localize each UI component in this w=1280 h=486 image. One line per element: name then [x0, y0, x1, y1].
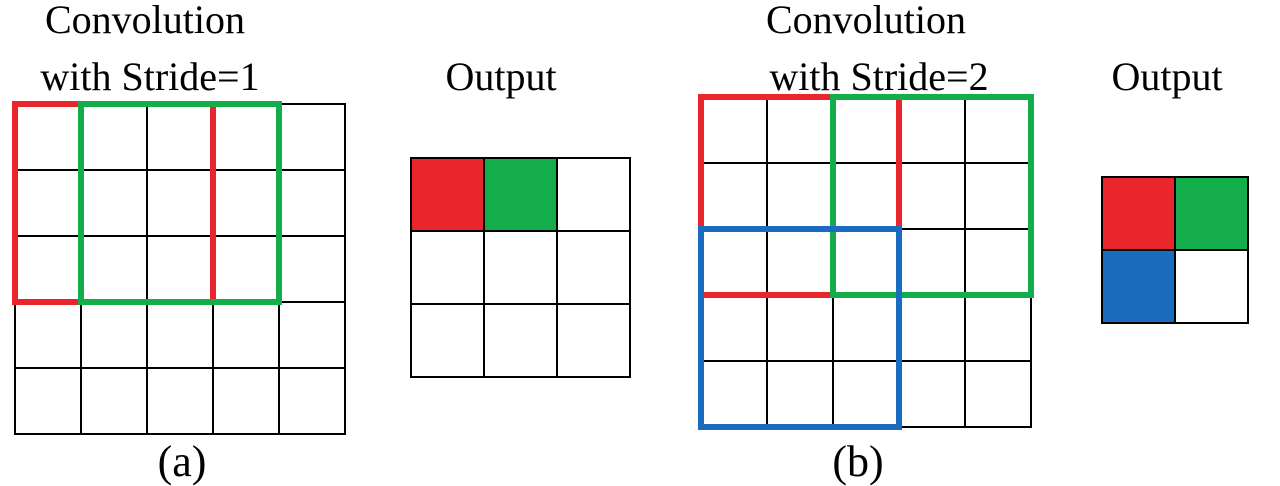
panel-a-kernel-window — [78, 101, 282, 305]
panel-a-input-cell — [278, 169, 346, 237]
panel-b-input-cell — [964, 228, 1032, 296]
panel-a-input-grid — [14, 103, 346, 435]
panel-b-input-cell — [898, 96, 966, 164]
panel-b-output-filled-cell — [1102, 177, 1175, 250]
panel-a-output-cell — [410, 303, 485, 378]
panel-a-input-cell — [14, 103, 82, 171]
panel-a-input-cell — [212, 169, 280, 237]
panel-a-input-cell — [212, 301, 280, 369]
panel-a-kernel-window — [12, 101, 216, 305]
panel-b-input-cell — [700, 96, 768, 164]
panel-a-output-cell — [556, 157, 631, 232]
panel-a-input-cell — [14, 367, 82, 435]
panel-b-kernel-window — [698, 226, 902, 430]
panel-b-input-cell — [832, 294, 900, 362]
panel-b-title-line1: Convolution — [766, 0, 966, 42]
panel-b-input-cell — [964, 162, 1032, 230]
panel-a-input-cell — [146, 301, 214, 369]
panel-a-input-cell — [80, 367, 148, 435]
panel-a-input-cell — [80, 169, 148, 237]
panel-b-output-label: Output — [1111, 54, 1222, 99]
panel-b-input-cell — [766, 360, 834, 428]
panel-b-input-cell — [700, 162, 768, 230]
panel-b-input-cell — [832, 360, 900, 428]
panel-b-input-cell — [898, 228, 966, 296]
panel-b-input-cell — [898, 294, 966, 362]
panel-b-kernel-windows — [698, 94, 1034, 430]
panel-a-input-cell — [146, 235, 214, 303]
panel-a-output-cell — [410, 230, 485, 305]
panel-b-title-line2: with Stride=2 — [769, 54, 988, 99]
panel-a-input-cell — [212, 367, 280, 435]
panel-a-input-cell — [80, 103, 148, 171]
panel-b-input-cell — [766, 96, 834, 164]
panel-a-input-cell — [146, 169, 214, 237]
panel-a-input-cell — [146, 103, 214, 171]
panel-a-output-cell — [556, 303, 631, 378]
panel-b-input-grid — [700, 96, 1032, 428]
panel-b-input-cell — [832, 228, 900, 296]
panel-a-input-cell — [212, 103, 280, 171]
panel-a-title-line1: Convolution — [45, 0, 245, 42]
panel-a-output-filled-cell — [484, 158, 557, 231]
panel-a-kernel-windows — [12, 101, 282, 305]
panel-a-output-filled-cell — [411, 158, 484, 231]
panel-a-input-cell — [146, 367, 214, 435]
panel-b-input-cell — [964, 294, 1032, 362]
panel-b-kernel-window — [830, 94, 1034, 298]
panel-a-input-cell — [14, 301, 82, 369]
panel-b-input-cell — [766, 228, 834, 296]
panel-a-title-line2: with Stride=1 — [40, 54, 259, 99]
panel-a-input-cell — [80, 301, 148, 369]
panel-b-input-cell — [766, 294, 834, 362]
panel-a-output-grid — [410, 157, 631, 378]
panel-b-input-cell — [700, 228, 768, 296]
panel-a-input-cell — [278, 301, 346, 369]
panel-a-input-cell — [278, 103, 346, 171]
panel-b-input-cell — [964, 360, 1032, 428]
panel-b-input-cell — [700, 360, 768, 428]
panel-a-input-cell — [14, 169, 82, 237]
panel-b-input-cell — [898, 360, 966, 428]
panel-a-output-cell — [483, 303, 558, 378]
panel-a-input-cell — [278, 235, 346, 303]
panel-a-input-cell — [14, 235, 82, 303]
panel-b-output-filled-cell — [1102, 250, 1175, 323]
panel-a-caption: (a) — [158, 437, 207, 486]
panel-a-output-label: Output — [445, 54, 556, 99]
panel-b-input-cell — [766, 162, 834, 230]
panel-b-input-cell — [832, 96, 900, 164]
panel-b-output-grid — [1101, 176, 1249, 324]
panel-a-output-cell — [556, 230, 631, 305]
panel-b-caption: (b) — [832, 437, 883, 486]
panel-b-input-cell — [964, 96, 1032, 164]
panel-a-input-cell — [80, 235, 148, 303]
panel-b-kernel-window — [698, 94, 902, 298]
panel-b-output-filled-cell — [1175, 177, 1248, 250]
panel-b-output-cell — [1174, 249, 1249, 324]
panel-b-input-cell — [832, 162, 900, 230]
panel-b-input-cell — [700, 294, 768, 362]
panel-a-input-cell — [278, 367, 346, 435]
panel-a-output-cell — [483, 230, 558, 305]
panel-b-input-cell — [898, 162, 966, 230]
panel-a-input-cell — [212, 235, 280, 303]
